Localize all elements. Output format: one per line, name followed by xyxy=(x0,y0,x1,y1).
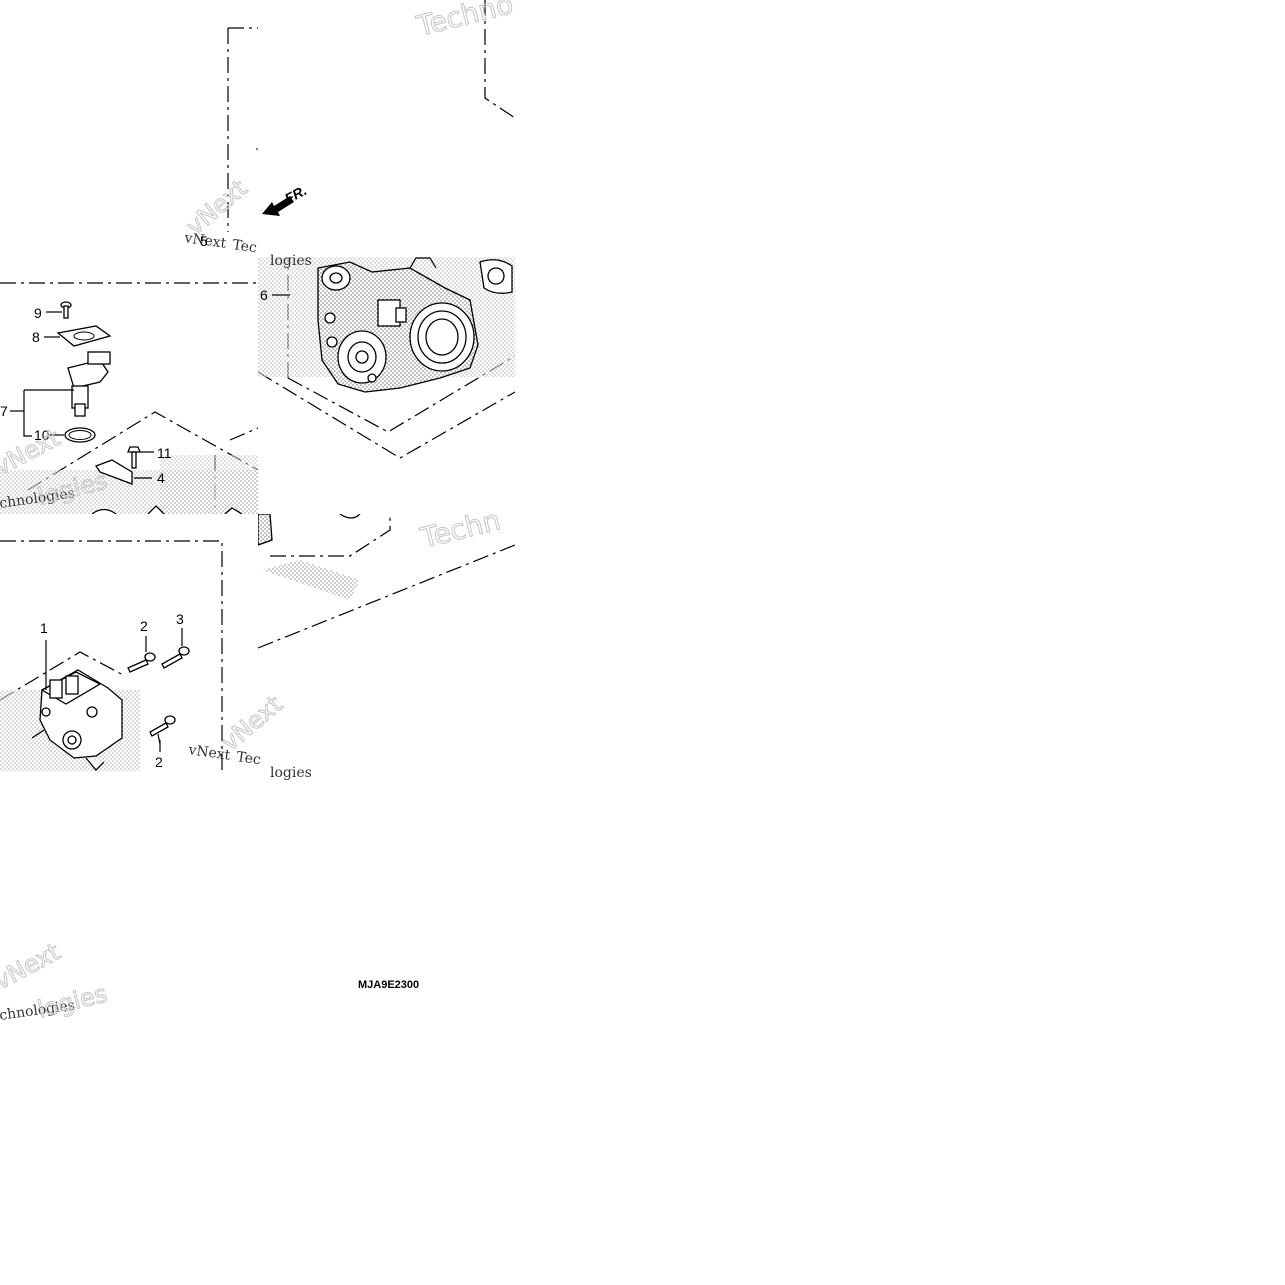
callout-6: 6 xyxy=(260,287,268,303)
watermark-text: vNext xyxy=(0,938,65,996)
callout-3: 3 xyxy=(176,611,184,627)
watermark-text: vNext xyxy=(186,742,231,764)
watermark-text: Tec xyxy=(235,749,262,768)
callout-2-upper: 2 xyxy=(140,618,148,634)
drawing-code: MJA9E2300 xyxy=(358,979,419,991)
callout-8: 8 xyxy=(32,329,40,345)
bolt-part-2-lower xyxy=(149,715,176,745)
callout-4: 4 xyxy=(157,470,165,486)
watermark-text: logies xyxy=(270,253,312,269)
watermark-text: vNext xyxy=(181,174,253,241)
watermark-text: Techno xyxy=(413,0,517,43)
screw-part-9 xyxy=(60,301,72,319)
callout-7: 7 xyxy=(0,403,8,419)
watermark-text: Techn xyxy=(417,503,504,555)
sensor-assembly-part-1 xyxy=(31,669,123,771)
clamp-part-4 xyxy=(95,459,133,485)
callout-11: 11 xyxy=(157,445,172,461)
lower-right-frame-tile xyxy=(258,514,515,649)
callout-5: 5 xyxy=(200,233,208,249)
sensor-assembly-tile: 1 2 3 2 xyxy=(0,540,223,771)
callout-1: 1 xyxy=(40,620,48,636)
watermark-text: logies xyxy=(35,980,110,1024)
throttle-body-tile: 6 xyxy=(258,257,515,459)
front-direction-arrow-icon: FR. xyxy=(262,182,309,216)
bolt-part-2-upper xyxy=(127,652,156,673)
bolt-part-11 xyxy=(127,446,141,469)
top-frame-tile: FR. xyxy=(227,0,515,232)
bolt-part-3 xyxy=(161,646,190,669)
watermark-text: vNext xyxy=(216,690,288,757)
watermark-text: logies xyxy=(270,765,312,781)
sensor-part-7 xyxy=(67,351,111,417)
callout-9: 9 xyxy=(34,305,42,321)
throttle-body-part xyxy=(317,257,513,393)
callout-10: 10 xyxy=(34,427,50,443)
sensor-parts-tile: 9 8 7 10 11 4 xyxy=(0,282,258,514)
callout-2-lower: 2 xyxy=(155,754,163,770)
watermark-text: Tec xyxy=(231,237,258,256)
watermark-text: vNext xyxy=(182,230,227,252)
